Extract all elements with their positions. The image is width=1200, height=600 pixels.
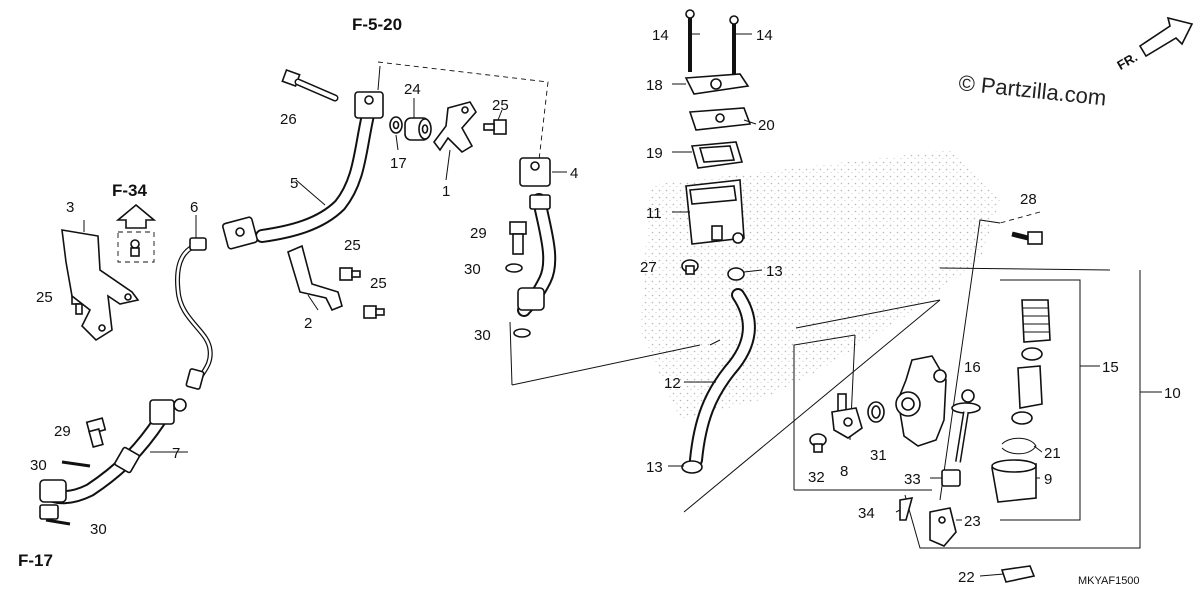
part-30-washer-c	[61, 460, 91, 468]
reference-f17: F-17	[18, 551, 53, 570]
callout-8: 8	[840, 463, 848, 480]
part-9-boot	[991, 459, 1037, 503]
part-8-joint	[831, 393, 863, 439]
part-25-bolt-a	[483, 119, 507, 135]
callout-20: 20	[758, 117, 775, 134]
part-13-clip-a	[727, 267, 745, 281]
part-12-reservoir-hose	[689, 288, 756, 467]
callout-11: 11	[646, 205, 662, 222]
part-20-plate	[688, 107, 752, 131]
part-25-bolt-c	[363, 305, 385, 319]
callout-34: 34	[858, 505, 875, 522]
part-26-bolt	[281, 68, 339, 102]
callout-22: 22	[958, 569, 975, 586]
callout-4: 4	[570, 165, 578, 182]
callout-24: 24	[404, 81, 421, 98]
callout-31: 31	[870, 447, 887, 464]
callout-23: 23	[964, 513, 981, 530]
part-25-bolt-b	[339, 267, 361, 281]
part-24-grommet	[404, 117, 432, 141]
callout-16: 16	[964, 359, 981, 376]
master-cylinder-body	[895, 355, 947, 447]
callout-21: 21	[1044, 445, 1061, 462]
callout-2: 2	[304, 315, 312, 332]
part-7-hose	[39, 398, 187, 520]
callout-25-mid-b: 25	[370, 275, 387, 292]
front-direction-label: FR.	[1114, 49, 1140, 72]
part-33-nut	[941, 469, 961, 487]
callout-13-lower: 13	[646, 459, 663, 476]
part-11-reservoir	[685, 179, 745, 245]
callout-30-c: 30	[30, 457, 47, 474]
part-30-washer-d	[45, 518, 71, 526]
callout-7: 7	[172, 445, 180, 462]
part-21-circlip	[1001, 437, 1037, 455]
leader-lines	[83, 33, 1162, 577]
part-13-clip-b	[681, 460, 703, 474]
part-34-pin	[899, 497, 914, 521]
callout-27: 27	[640, 259, 657, 276]
front-direction-arrow: FR.	[1114, 16, 1194, 73]
part-14-screw-b	[729, 15, 739, 74]
part-23-clevis	[929, 507, 957, 547]
part-32-screw	[809, 433, 827, 453]
part-5-hose	[222, 91, 384, 250]
part-19-diaphragm	[690, 141, 744, 169]
part-3-bracket	[61, 229, 140, 342]
reference-f5-20: F-5-20	[352, 15, 402, 34]
part-16-push-rod	[951, 389, 981, 463]
callout-25-left: 25	[36, 289, 53, 306]
callout-10: 10	[1164, 385, 1181, 402]
part-29-bolt-b	[85, 417, 107, 449]
part-30-washer-b	[513, 328, 531, 338]
callout-30-d: 30	[90, 521, 107, 538]
part-6-brake-pipe	[174, 237, 213, 390]
partzilla-watermark: © Partzilla.com	[957, 70, 1107, 110]
callout-17: 17	[390, 155, 407, 172]
callout-29-upper: 29	[470, 225, 487, 242]
part-14-screw-a	[685, 9, 695, 72]
callout-28: 28	[1020, 191, 1037, 208]
callout-29-lower: 29	[54, 423, 71, 440]
f34-arrow	[115, 203, 157, 263]
callout-26: 26	[280, 111, 297, 128]
callout-19: 19	[646, 145, 663, 162]
part-15-spring	[1011, 299, 1051, 425]
callout-1: 1	[442, 183, 450, 200]
callout-5: 5	[290, 175, 298, 192]
reference-f34: F-34	[112, 181, 148, 200]
callout-9: 9	[1044, 471, 1052, 488]
part-22-cotter-pin	[1000, 565, 1036, 583]
guide-lines	[377, 61, 1141, 549]
part-4-hose	[517, 157, 557, 317]
callout-32: 32	[808, 469, 825, 486]
callout-33: 33	[904, 471, 921, 488]
callout-30-b: 30	[474, 327, 491, 344]
callout-25-mid-a: 25	[344, 237, 361, 254]
callout-3: 3	[66, 199, 74, 216]
callout-6: 6	[190, 199, 198, 216]
part-30-washer-a	[505, 263, 523, 273]
callout-25-top: 25	[492, 97, 509, 114]
callout-14-right: 14	[756, 27, 773, 44]
part-17-collar	[389, 116, 403, 134]
callout-14-left: 14	[652, 27, 669, 44]
part-27-screw	[681, 259, 699, 275]
callout-18: 18	[646, 77, 663, 94]
part-18-cap	[684, 73, 750, 95]
part-1-stay	[433, 101, 477, 154]
callout-13-upper: 13	[766, 263, 783, 280]
diagram-code: MKYAF1500	[1078, 575, 1140, 587]
part-2-bracket	[287, 244, 343, 312]
callout-12: 12	[664, 375, 681, 392]
callout-15: 15	[1102, 359, 1119, 376]
callout-30-a: 30	[464, 261, 481, 278]
part-28-bolt	[1011, 231, 1043, 245]
part-29-bolt-a	[509, 221, 527, 255]
part-31-o-ring	[867, 401, 885, 423]
